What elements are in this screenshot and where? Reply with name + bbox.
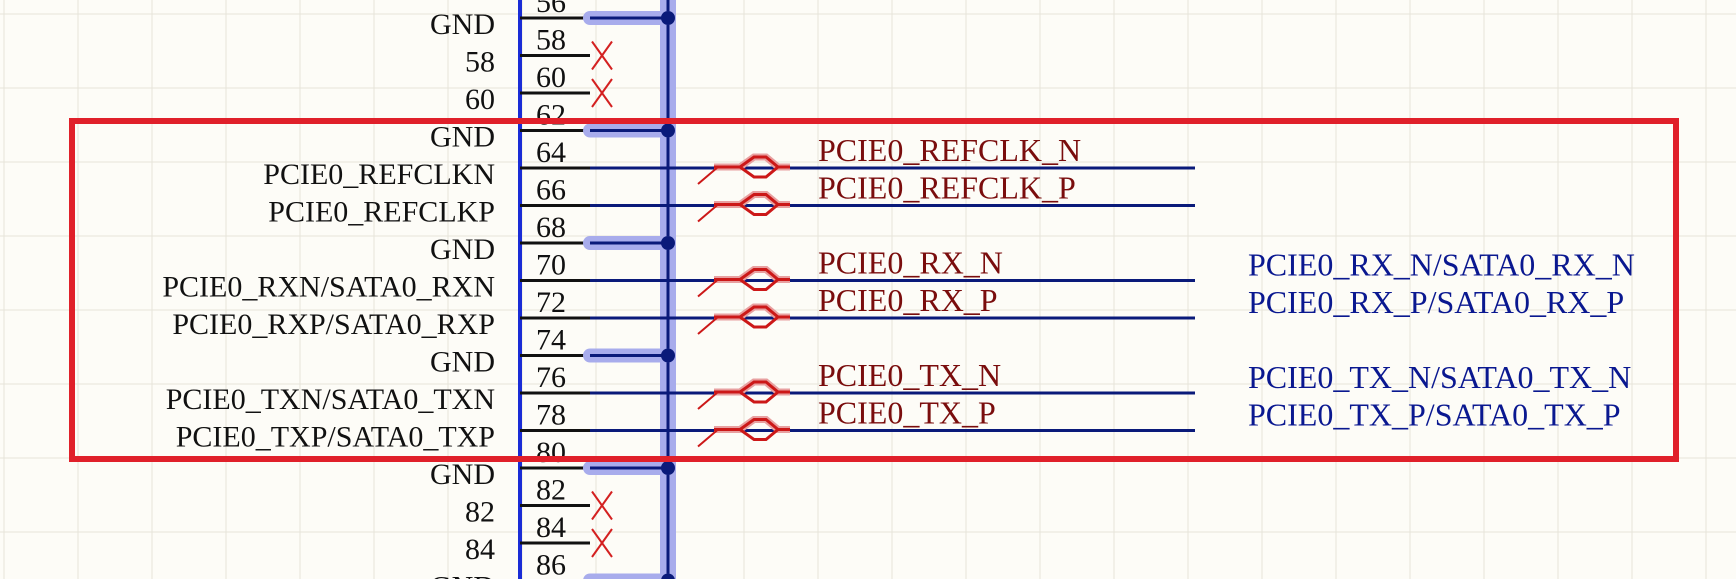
net-label: PCIE0_TX_N: [818, 357, 1001, 393]
pin-number: 84: [536, 511, 566, 544]
pin-number: 64: [536, 136, 566, 169]
nc-stroke: [591, 528, 613, 558]
pin-number: 74: [536, 324, 566, 357]
pin-number: 78: [536, 399, 566, 432]
net-label: PCIE0_RX_P: [818, 282, 998, 318]
pin-row: 82 82: [465, 474, 613, 529]
differential-pair-flag-icon: [697, 266, 790, 298]
flag-bottom: [714, 165, 790, 179]
flag-lead: [697, 428, 719, 448]
pin-name-label: 58: [465, 46, 495, 79]
differential-pair-flag-icon: [697, 191, 790, 223]
junction-dot-icon: [661, 236, 675, 250]
pin-name-label: 84: [465, 533, 495, 566]
junction-dot-icon: [661, 123, 675, 138]
pin-name-label: GND: [430, 121, 495, 154]
pin-name-label: GND: [430, 458, 495, 491]
pin-name-label: PCIE0_TXN/SATA0_TXN: [166, 383, 495, 416]
flag-lead: [697, 203, 719, 223]
flag-lead: [697, 391, 719, 410]
pin-row: 58 58: [465, 24, 613, 79]
junction-dot-icon: [661, 11, 675, 25]
net-label-right: PCIE0_TX_P/SATA0_TX_P: [1248, 397, 1621, 433]
flag-lead: [697, 278, 719, 298]
flag-bottom: [714, 315, 790, 329]
net-label-right: PCIE0_TX_N/SATA0_TX_N: [1248, 359, 1631, 395]
pin-row: 84 84: [465, 511, 613, 566]
pin-name-label: PCIE0_RXN/SATA0_RXN: [162, 271, 495, 304]
pin-name-label: PCIE0_REFCLKN: [263, 158, 495, 191]
flag-bottom: [714, 428, 790, 441]
flag-bottom: [714, 278, 790, 291]
pin-number: 76: [536, 361, 566, 394]
pin-number: 66: [536, 174, 566, 207]
flag-bottom: [714, 390, 790, 404]
pin-name-label: GND: [430, 571, 495, 579]
differential-pair-flag-icon: [697, 416, 790, 448]
flag-bottom: [714, 203, 790, 216]
net-label-right: PCIE0_RX_P/SATA0_RX_P: [1248, 284, 1624, 320]
pin-number: 82: [536, 474, 566, 507]
selection-highlight-box: [69, 118, 1679, 462]
pin-number: 62: [536, 99, 566, 132]
junction-dot-icon: [661, 348, 675, 363]
pin-row: 60 60: [465, 61, 613, 116]
pin-number: 60: [536, 61, 566, 94]
pin-row: 86GND: [430, 549, 675, 579]
pin-number: 80: [536, 436, 566, 469]
pin-name-label: GND: [430, 346, 495, 379]
pin-name-label: GND: [430, 8, 495, 41]
pin-number: 68: [536, 211, 566, 244]
net-label: PCIE0_REFCLK_N: [818, 132, 1081, 168]
junction-dot-icon: [661, 573, 675, 579]
pin-name-label: PCIE0_TXP/SATA0_TXP: [176, 421, 495, 454]
net-label: PCIE0_REFCLK_P: [818, 170, 1076, 206]
differential-pair-flag-icon: [697, 153, 790, 185]
no-connect-x-icon: [591, 78, 613, 108]
net-label-right: PCIE0_RX_N/SATA0_RX_N: [1248, 247, 1635, 283]
pin-number: 70: [536, 249, 566, 282]
no-connect-x-icon: [591, 490, 613, 521]
pin-row: 56 GND: [430, 0, 675, 41]
nc-stroke: [591, 40, 613, 71]
pin-name-label: 60: [465, 83, 495, 116]
net-label: PCIE0_RX_N: [818, 245, 1003, 281]
pin-name-label: PCIE0_REFCLKP: [268, 196, 495, 229]
differential-pair-flag-icon: [697, 303, 790, 335]
flag-lead: [697, 316, 719, 335]
pin-number: 56: [536, 0, 566, 19]
pin-number: 86: [536, 549, 566, 579]
no-connect-x-icon: [591, 40, 613, 71]
no-connect-x-icon: [591, 528, 613, 558]
pin-name-label: PCIE0_RXP/SATA0_RXP: [172, 308, 495, 341]
nc-stroke: [591, 490, 613, 521]
flag-lead: [697, 166, 719, 185]
nc-stroke: [591, 78, 613, 108]
differential-pair-flag-icon: [697, 378, 790, 410]
pin-number: 72: [536, 286, 566, 319]
pin-number: 58: [536, 24, 566, 57]
pin-name-label: 82: [465, 496, 495, 529]
pin-name-label: GND: [430, 233, 495, 266]
net-label: PCIE0_TX_P: [818, 395, 996, 431]
junction-dot-icon: [661, 461, 675, 475]
